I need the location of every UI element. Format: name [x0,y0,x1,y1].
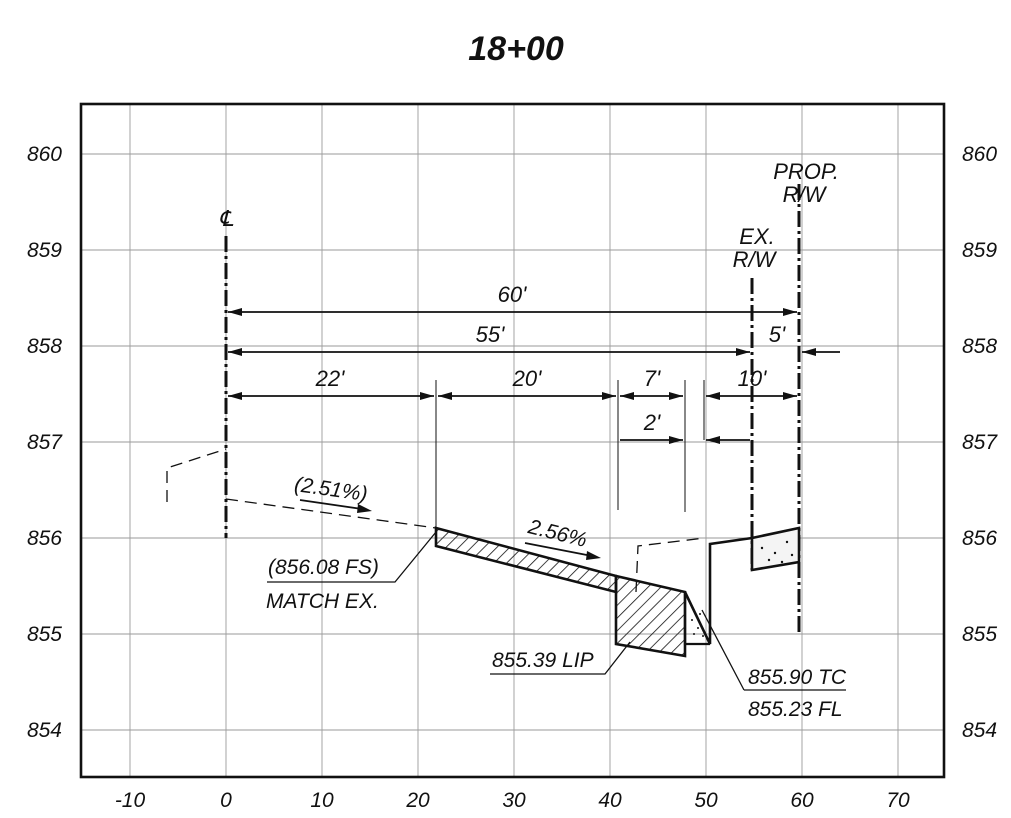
slab-stipple [760,540,794,564]
existing-ground-line [166,448,706,593]
dimension-22-label: 22' [315,366,345,391]
plot-frame [79,102,946,779]
dimension-10-label: 10' [738,366,767,391]
extension-lines [435,380,705,528]
dimension-2-label: 2' [643,410,661,435]
x-tick-label: 30 [502,789,526,812]
x-tick-label: 10 [310,789,334,812]
proposed-slope-arrowhead [586,551,601,560]
lip-elevation-label: 855.39 LIP [492,649,594,672]
curb-fill-stipple [691,613,704,637]
prop-rw-label: PROP. [773,159,839,184]
match-existing-label: MATCH EX. [266,590,379,613]
x-tick-label: 60 [790,789,814,812]
x-tick-label: 70 [886,789,910,812]
dimension-7-label: 7' [644,366,661,391]
x-tick-label: 20 [405,789,430,812]
existing-slope-arrowhead [357,504,372,513]
existing-slope-arrow-line [299,499,363,510]
y-tick-label: 854 [962,719,997,742]
y-axis-right: 860 859 858 857 856 855 854 [962,143,998,742]
proposed-slope-label: 2.56% [525,515,589,552]
y-tick-label: 855 [27,623,62,646]
rw-slab [750,526,801,572]
x-axis: -10 0 10 20 30 40 50 60 70 [115,789,910,812]
y-tick-label: 856 [962,527,997,550]
y-tick-label: 855 [962,623,997,646]
top-of-curb-label: 855.90 TC [748,666,847,689]
y-tick-label: 857 [962,431,998,454]
y-tick-label: 856 [27,527,62,550]
x-tick-label: 0 [220,789,232,812]
y-axis-left: 860 859 858 857 856 855 854 [27,143,63,742]
y-tick-label: 857 [27,431,63,454]
dimension-arrowheads [228,308,816,444]
y-tick-label: 859 [962,239,997,262]
leader-lines [267,531,846,691]
y-tick-label: 858 [962,335,997,358]
dimension-55-label: 55' [476,322,505,347]
centerline-symbol: ℄ [219,206,234,231]
curb-profile [683,536,753,645]
x-tick-label: 40 [598,789,622,812]
station-title: 18+00 [468,30,564,68]
dimension-5-label: 5' [769,322,786,347]
dimension-60-label: 60' [498,282,527,307]
y-tick-label: 858 [27,335,62,358]
curb-gutter [614,574,687,658]
y-tick-label: 859 [27,239,62,262]
ex-rw-label: R/W [733,247,778,272]
flowline-label: 855.23 FL [748,698,843,721]
y-tick-label: 854 [27,719,62,742]
x-tick-label: 50 [694,789,718,812]
dimension-20-label: 20' [512,366,542,391]
y-tick-label: 860 [962,143,997,166]
prop-rw-label: R/W [783,182,828,207]
x-tick-label: -10 [115,789,146,812]
ex-rw-label: EX. [739,224,774,249]
proposed-slope-arrow-line [524,542,593,557]
curb-back [683,592,710,646]
y-tick-label: 860 [27,143,62,166]
match-elevation-label: (856.08 FS) [268,556,379,579]
